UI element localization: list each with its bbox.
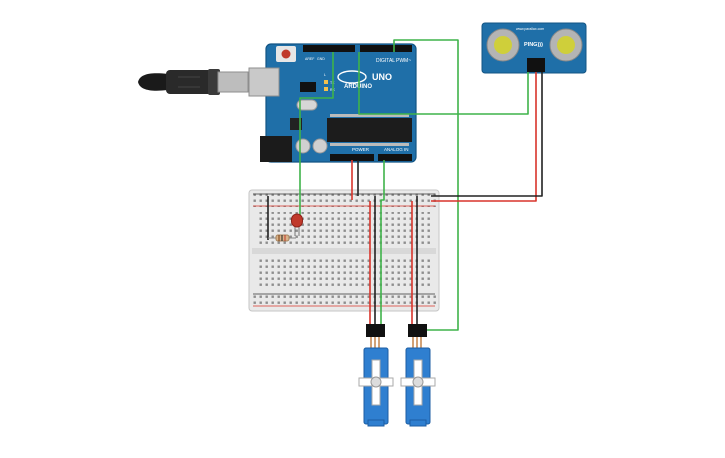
power-label: POWER xyxy=(352,147,370,152)
rx-led xyxy=(324,87,328,91)
terminal-strip-bottom xyxy=(256,257,432,289)
chip-pins-bottom xyxy=(330,143,409,146)
gnd-label: GND xyxy=(317,57,325,61)
wire-sensor-gnd xyxy=(431,72,543,197)
breadboard xyxy=(248,189,440,312)
atmega-chip xyxy=(327,118,412,142)
crystal xyxy=(296,99,318,111)
reset-button-cap xyxy=(281,49,291,59)
usb-port xyxy=(248,67,280,97)
center-channel xyxy=(252,248,436,254)
arduino-model: UNO xyxy=(372,72,392,82)
wire-servo2-signal xyxy=(393,39,459,331)
regulator xyxy=(290,118,302,130)
sensor-brand: www.parallax.com xyxy=(516,27,544,31)
sensor-header xyxy=(527,58,545,72)
resistor xyxy=(268,234,296,242)
top-power-rail xyxy=(252,193,436,207)
capacitor-1 xyxy=(295,138,311,154)
wire-servo1-signal xyxy=(380,160,385,330)
servo-motor-1 xyxy=(358,324,394,427)
sensor-mesh-right xyxy=(557,36,575,54)
power-header xyxy=(330,154,374,161)
digital-label: DIGITAL xyxy=(376,58,395,64)
usb-chip xyxy=(300,82,316,92)
power-jack xyxy=(260,136,292,162)
led xyxy=(291,213,303,236)
chip-pins-top xyxy=(330,114,409,117)
usb-cable xyxy=(138,69,249,95)
digital-header-right xyxy=(360,45,412,52)
analog-header xyxy=(378,154,412,161)
servo-motor-2 xyxy=(400,324,436,427)
aref-label: AREF xyxy=(305,57,314,61)
wire-sensor-trig xyxy=(358,52,529,115)
capacitor-2 xyxy=(312,138,328,154)
sensor-name: PING))) xyxy=(524,42,543,48)
arduino-uno-board: ARDUINO UNO DIGITAL PWM~ POWER ANALOG IN… xyxy=(248,43,417,163)
wire-led-signal xyxy=(299,52,334,218)
tx-led xyxy=(324,80,328,84)
arduino-brand: ARDUINO xyxy=(344,84,372,90)
analog-label: ANALOG IN xyxy=(384,147,409,152)
wires xyxy=(267,39,543,331)
ultrasonic-sensor: PING))) www.parallax.com xyxy=(481,22,587,74)
sensor-mesh-left xyxy=(494,36,512,54)
bottom-power-rail xyxy=(252,293,436,307)
wire-sensor-vcc xyxy=(431,72,537,202)
pwm-label: PWM~ xyxy=(396,58,411,64)
arduino-logo xyxy=(337,70,367,84)
servo1-connector xyxy=(366,324,385,337)
l-label: L xyxy=(324,73,326,77)
servo2-connector xyxy=(408,324,427,337)
led-body xyxy=(291,213,303,228)
digital-header-left xyxy=(303,45,355,52)
